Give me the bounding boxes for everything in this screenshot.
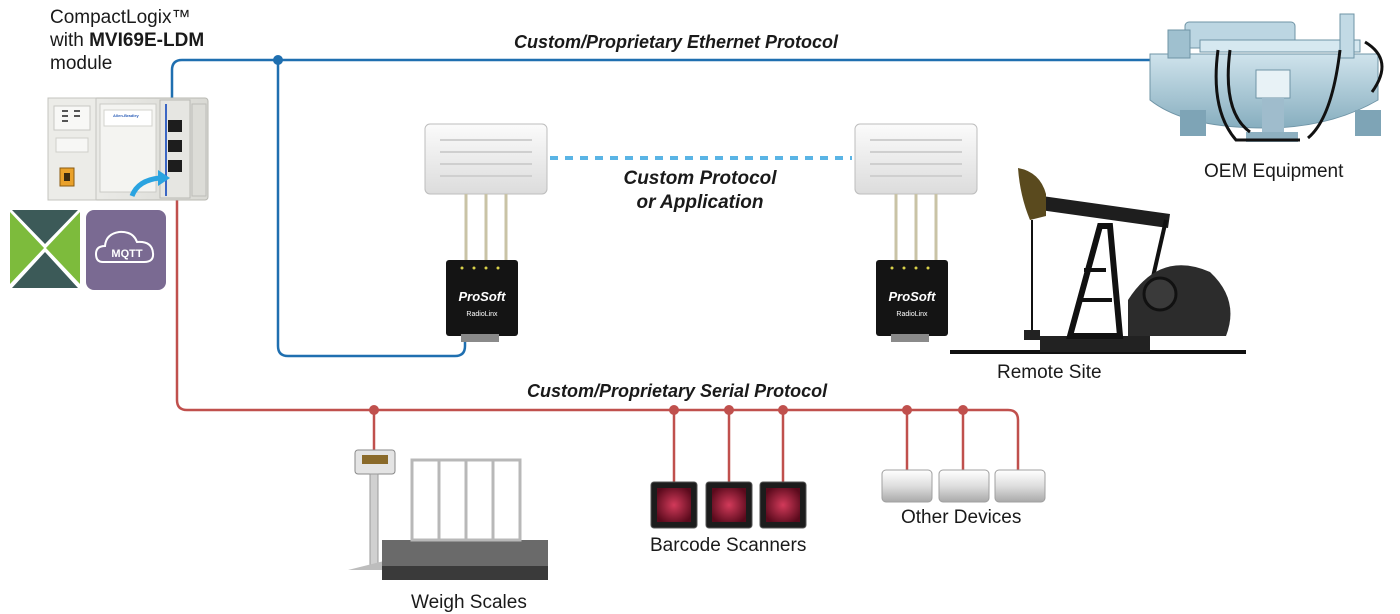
other-device-3	[994, 469, 1046, 503]
ethernet-junction-node	[273, 55, 283, 65]
ethernet-drop-to-radio	[276, 60, 467, 358]
serial-trunk-line	[175, 170, 1020, 470]
remote-site-label: Remote Site	[997, 362, 1102, 383]
cloud-icon	[94, 230, 155, 263]
radio-left-brand: ProSoft	[458, 289, 506, 304]
radio-left-model: RadioLinx	[466, 311, 498, 318]
weigh-scales-label: Weigh Scales	[411, 592, 527, 613]
serial-junction-nodes	[369, 405, 968, 415]
controller-label-prefix: with	[50, 30, 90, 51]
radio-right-model: RadioLinx	[896, 311, 928, 318]
weigh-scale-icon	[348, 449, 548, 580]
controller-label-line3: module	[50, 53, 113, 74]
serial-network	[175, 170, 1020, 482]
oem-equipment-label: OEM Equipment	[1204, 161, 1344, 182]
other-device-2	[938, 469, 990, 503]
panel-brand-label: Allen-Bradley	[113, 113, 139, 118]
barcode-scanners-label: Barcode Scanners	[650, 535, 807, 556]
prosoft-radio-right	[876, 260, 948, 342]
custom-protocol-line1: Custom Protocol	[623, 168, 777, 189]
mqtt-badge	[86, 210, 166, 290]
mqtt-label: MQTT	[111, 248, 143, 260]
ethernet-protocol-label: Custom/Proprietary Ethernet Protocol	[514, 32, 839, 52]
custom-protocol-label: Custom Protocol or Application	[600, 167, 800, 215]
pump-jack-icon	[950, 168, 1246, 354]
barcode-scanner-3	[759, 481, 807, 529]
antenna-right	[854, 123, 978, 264]
serial-protocol-label: Custom/Proprietary Serial Protocol	[527, 381, 828, 401]
controller-label-line1: CompactLogix™	[50, 7, 191, 28]
prosoft-radio-left	[446, 260, 518, 342]
other-device-1	[881, 469, 933, 503]
oem-equipment	[1149, 13, 1384, 142]
barcode-scanner-2	[705, 481, 753, 529]
ethernet-network	[170, 58, 1160, 358]
controller-label-line2: with MVI69E-LDM	[50, 29, 204, 52]
arrow-icon	[129, 175, 161, 198]
antenna-left	[424, 123, 548, 264]
radio-right-brand: ProSoft	[888, 289, 936, 304]
x-logo-icon	[10, 210, 82, 288]
barcode-scanner-1	[650, 481, 698, 529]
compactlogix-plc	[47, 97, 209, 201]
custom-protocol-line2: or Application	[636, 192, 764, 213]
other-devices-label: Other Devices	[901, 507, 1022, 528]
controller-label: CompactLogix™ with MVI69E-LDM module	[50, 6, 204, 75]
controller-model-name: MVI69E-LDM	[89, 30, 205, 51]
ethernet-trunk-line	[170, 58, 1160, 124]
